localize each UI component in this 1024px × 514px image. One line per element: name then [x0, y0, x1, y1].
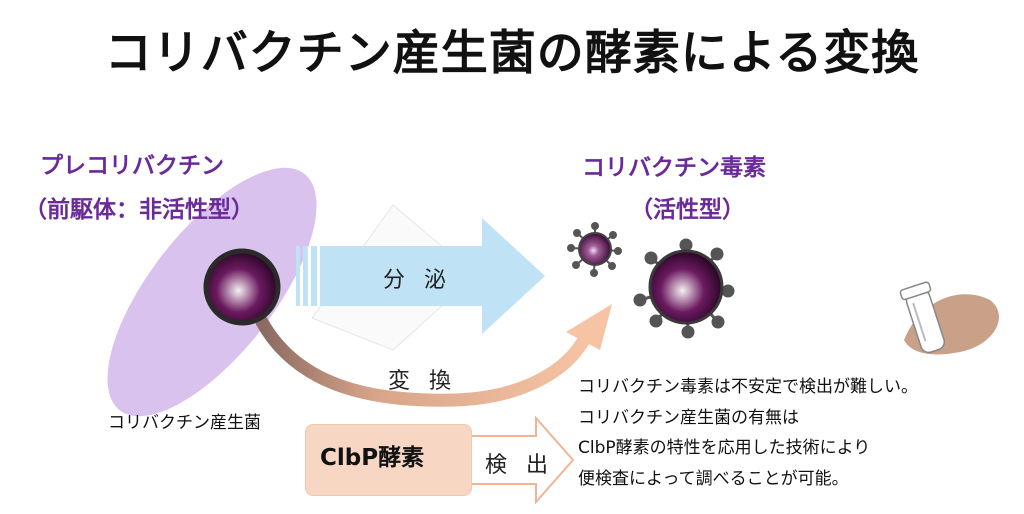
- precolibactin-molecule: [203, 248, 281, 326]
- stool-test-tube-icon: [899, 281, 999, 355]
- note-line: コリバクチン毒素は不安定で検出が難しい。: [578, 377, 918, 397]
- detect-arrow-label: 検 出: [485, 453, 554, 478]
- page-title: コリバクチン産生菌の酵素による変換: [104, 26, 920, 81]
- notes-block: コリバクチン毒素は不安定で検出が難しい。 コリバクチン産生菌の有無は ClbP酵…: [578, 372, 918, 494]
- precursor-name-label: プレコリバクチン: [40, 153, 224, 179]
- convert-arrow: [255, 304, 612, 407]
- note-line: コリバクチン産生菌の有無は: [578, 407, 799, 428]
- secrete-arrow-label: 分 泌: [383, 268, 452, 293]
- precursor-subtitle-label: （前駆体：非活性型）: [24, 197, 254, 223]
- bacteria-label: コリバクチン産生菌: [108, 413, 261, 433]
- colibactin-toxin-large: [633, 238, 735, 339]
- note-line: 便検査によって調べることが可能。: [578, 468, 849, 489]
- colibactin-toxin-small: [567, 222, 622, 277]
- note-line: ClbP酵素の特性を応用した技術により: [578, 438, 871, 458]
- enzyme-box: [305, 424, 472, 496]
- enzyme-label: ClbP酵素: [320, 445, 425, 471]
- convert-arrow-label: 変 換: [388, 369, 457, 394]
- toxin-name-label: コリバクチン毒素: [582, 155, 766, 181]
- toxin-subtitle-label: （活性型）: [630, 197, 745, 223]
- secrete-arrow: [296, 218, 545, 334]
